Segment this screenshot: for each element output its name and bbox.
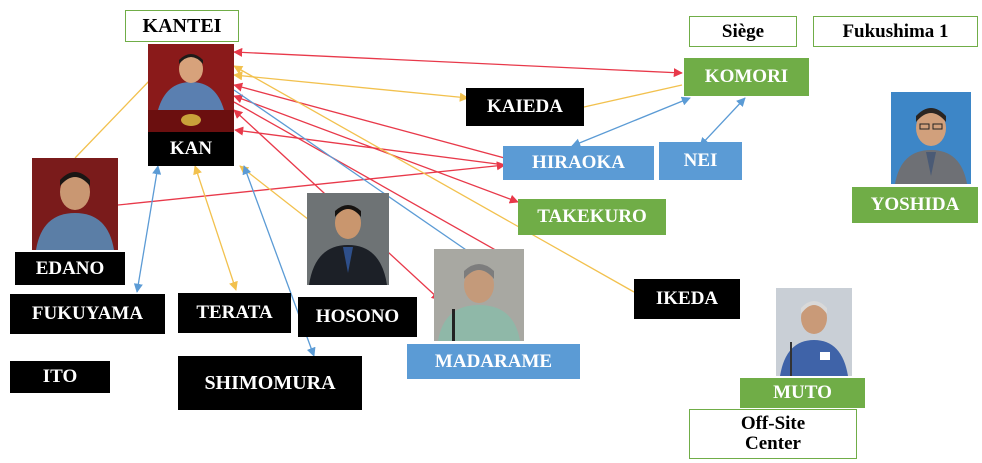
muto-label: MUTO: [740, 378, 865, 408]
arrow-edano-kan: [74, 77, 153, 159]
takekuro-label: TAKEKURO: [518, 199, 666, 235]
arrow-kan-ikeda: [233, 65, 635, 293]
hosono-photo: [307, 193, 389, 285]
offsite-center-header: Off-Site Center: [689, 409, 857, 459]
kantei-header: KANTEI: [125, 10, 239, 42]
madarame-photo: [434, 249, 524, 341]
arrow-kan-komori: [233, 47, 683, 78]
ito-label: ITO: [10, 361, 110, 393]
komori-label: KOMORI: [684, 58, 809, 96]
arrow-kan-madarame-2: [233, 101, 523, 266]
ikeda-label: IKEDA: [634, 279, 740, 319]
kan-photo: [148, 44, 234, 132]
offsite-line-2: Center: [745, 433, 801, 454]
offsite-line-1: Off-Site: [740, 413, 806, 435]
fukuyama-label: FUKUYAMA: [10, 294, 165, 334]
arrow-kan-fukuyama: [133, 165, 162, 293]
muto-photo: [776, 288, 852, 376]
edano-photo: [32, 158, 118, 250]
kan-label: KAN: [148, 132, 234, 166]
siege-header: Siège: [689, 16, 797, 47]
arrow-kan-terata: [193, 165, 238, 291]
madarame-label: MADARAME: [407, 344, 580, 379]
yoshida-label: YOSHIDA: [852, 187, 978, 223]
arrow-hiraoka-komori: [571, 96, 691, 148]
arrow-kaieda-komori: [583, 84, 683, 108]
edano-label: EDANO: [15, 252, 125, 285]
arrow-kan-kaieda: [233, 71, 469, 102]
arrow-kan-madarame-blue: [233, 89, 473, 255]
nei-label: NEI: [659, 142, 742, 180]
shimomura-label: SHIMOMURA: [178, 356, 362, 410]
fukushima-header: Fukushima 1: [813, 16, 978, 47]
arrow-nei-komori: [699, 97, 746, 147]
yoshida-photo: [891, 92, 971, 184]
arrow-kan-hiraoka-return: [234, 126, 506, 166]
hosono-label: HOSONO: [298, 297, 417, 337]
kaieda-label: KAIEDA: [466, 88, 584, 126]
hiraoka-label: HIRAOKA: [503, 146, 654, 180]
terata-label: TERATA: [178, 293, 291, 333]
